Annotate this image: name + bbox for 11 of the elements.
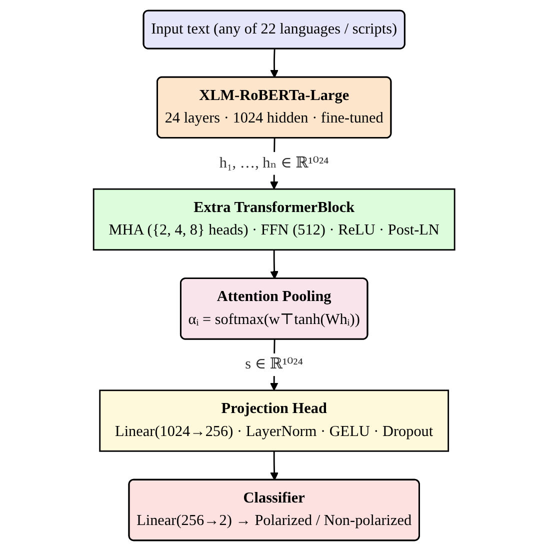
process-box: Extra TransformerBlock MHA ({2, 4, 8} heads) · FFN (512) · ReLU · Post-LN [92,188,456,251]
edge-label: s ∈ ℝ¹⁰²⁴ [245,353,303,376]
arrow [270,49,278,78]
process-box: Projection Head Linear(1024→256) · LayerNorm · GELU · Dropout [99,390,449,452]
process-box: Classifier Linear(256→2) → Polarized / Non-polarized [128,478,420,542]
process-box: XLM-RoBERTa-Large 24 layers · 1024 hidden · fine-tuned [156,76,392,139]
arrow [270,250,278,280]
process-box: Input text (any of 22 languages / scripts) [142,10,406,50]
process-box: Attention Pooling αᵢ = softmax(w⊤tanh(Whᵢ)) [180,278,368,340]
arrow [270,451,278,480]
edge-label: h₁, …, hₙ ∈ ℝ¹⁰²⁴ [219,152,329,175]
